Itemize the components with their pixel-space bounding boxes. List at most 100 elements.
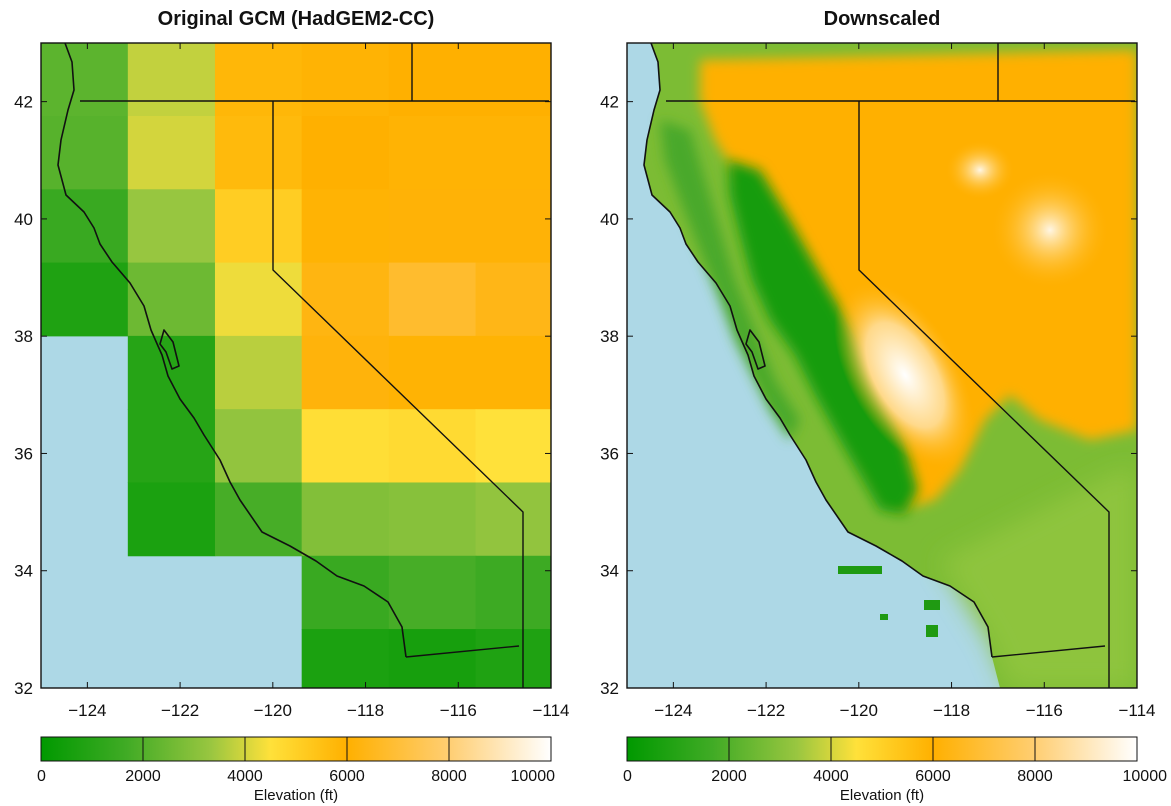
gcm-title: Original GCM (HadGEM2-CC)	[158, 8, 435, 30]
gcm-cell-6-4	[388, 482, 477, 557]
gcm-cell-8-4	[388, 629, 477, 688]
downscaled-coastline	[643, 42, 993, 658]
downscaled-xtick-label-4: −116	[1026, 701, 1063, 720]
gcm-cell-3-4	[388, 262, 477, 337]
gcm-cell-3-5	[475, 262, 551, 337]
downscaled-colorbar-tick-label-2: 4000	[813, 768, 849, 785]
gcm-cell-3-0	[41, 262, 129, 337]
gcm-cell-5-3	[301, 409, 390, 483]
gcm-cell-0-4	[388, 43, 477, 117]
downscaled-great-basin	[700, 50, 1137, 510]
gcm-cell-2-2	[214, 189, 303, 264]
gcm-cell-8-3	[301, 629, 390, 688]
downscaled-title: Downscaled	[824, 8, 941, 30]
gcm-cell-2-1	[127, 189, 216, 264]
gcm-cell-8-5	[475, 629, 551, 688]
gcm-xtick-label-5: −114	[532, 701, 569, 720]
gcm-xtick-label-3: −118	[347, 701, 384, 720]
gcm-ytick-label-1: 34	[14, 562, 33, 581]
gcm-cell-6-5	[475, 482, 551, 557]
gcm-colorbar-gradient	[40, 736, 552, 762]
downscaled-state-borders	[666, 43, 1135, 688]
gcm-cell-2-3	[301, 189, 390, 264]
gcm-cell-0-3	[301, 43, 390, 117]
gcm-colorbar-tick-label-2: 4000	[227, 768, 263, 785]
gcm-xtick-label-4: −116	[440, 701, 477, 720]
downscaled-colorbar-label: Elevation (ft)	[840, 787, 924, 804]
gcm-coastline	[57, 42, 407, 658]
downscaled-colorbar-tick-label-4: 8000	[1017, 768, 1053, 785]
downscaled-island-2	[924, 600, 940, 610]
gcm-cell-4-4	[388, 335, 477, 410]
gcm-cell-6-2	[214, 482, 303, 557]
gcm-cell-5-4	[388, 409, 477, 483]
downscaled-sierra-crest	[834, 280, 976, 470]
gcm-cell-1-3	[301, 116, 390, 190]
gcm-cell-0-1	[127, 43, 216, 117]
downscaled-island-4	[880, 614, 888, 620]
gcm-cell-7-5	[475, 555, 551, 630]
downscaled-colorbar-tick-label-0: 0	[623, 768, 632, 785]
downscaled-basin-highlight-2	[945, 140, 1015, 200]
gcm-colorbar-tick-label-3: 6000	[329, 768, 365, 785]
gcm-cell-6-1	[127, 482, 216, 557]
gcm-cell-1-4	[388, 116, 477, 190]
gcm-colorbar-tick-label-1: 2000	[125, 768, 161, 785]
downscaled-colorbar-tick-label-5: 10000	[1123, 768, 1168, 785]
downscaled-xtick-label-2: −120	[840, 701, 878, 720]
downscaled-island-3	[926, 625, 938, 637]
gcm-panel: Original GCM (HadGEM2-CC) −124 −122 −120 −1…	[14, 8, 569, 720]
gcm-cell-2-4	[388, 189, 477, 264]
gcm-cell-5-1	[127, 409, 216, 483]
downscaled-island-1	[838, 566, 882, 574]
downscaled-ytick-label-2: 36	[600, 444, 619, 463]
gcm-cell-4-5	[475, 335, 551, 410]
gcm-cell-3-1	[127, 262, 216, 337]
gcm-cell-1-0	[41, 116, 129, 190]
gcm-cell-5-5	[475, 409, 551, 483]
downscaled-xtick-label-1: −122	[747, 701, 785, 720]
gcm-cell-3-3	[301, 262, 390, 337]
downscaled-colorbar-tick-label-3: 6000	[915, 768, 951, 785]
gcm-cell-4-2	[214, 335, 303, 410]
gcm-state-borders	[80, 43, 549, 688]
gcm-ytick-label-2: 36	[14, 444, 33, 463]
downscaled-ytick-label-0: 32	[600, 679, 619, 698]
gcm-colorbar-tick-label-0: 0	[37, 768, 46, 785]
gcm-cell-2-0	[41, 189, 129, 264]
downscaled-xtick-label-5: −114	[1118, 701, 1155, 720]
downscaled-ytick-label-1: 34	[600, 562, 619, 581]
gcm-grid-cells	[41, 43, 551, 688]
gcm-cell-1-5	[475, 116, 551, 190]
gcm-ytick-label-3: 38	[14, 327, 33, 346]
downscaled-plot-frame	[626, 42, 1138, 689]
gcm-cell-3-2	[214, 262, 303, 337]
downscaled-ytick-label-4: 40	[600, 210, 619, 229]
gcm-plot-frame	[40, 42, 552, 689]
gcm-cell-4-1	[127, 335, 216, 410]
gcm-cell-5-2	[214, 409, 303, 483]
gcm-cell-2-5	[475, 189, 551, 264]
gcm-cell-0-2	[214, 43, 303, 117]
gcm-cell-1-1	[127, 116, 216, 190]
gcm-xtick-label-1: −122	[161, 701, 199, 720]
gcm-colorbar-tick-label-5: 10000	[511, 768, 556, 785]
gcm-cell-7-4	[388, 555, 477, 630]
gcm-cell-6-3	[301, 482, 390, 557]
gcm-xtick-label-0: −124	[68, 701, 106, 720]
downscaled-ytick-label-3: 38	[600, 327, 619, 346]
downscaled-coast-range	[660, 120, 800, 440]
gcm-ytick-label-4: 40	[14, 210, 33, 229]
gcm-ytick-label-0: 32	[14, 679, 33, 698]
gcm-colorbar-label: Elevation (ft)	[254, 787, 338, 804]
downscaled-panel: Downscaled −124−122−120−118−116	[600, 8, 1155, 720]
gcm-xtick-label-2: −120	[254, 701, 292, 720]
gcm-cell-0-0	[41, 43, 129, 117]
